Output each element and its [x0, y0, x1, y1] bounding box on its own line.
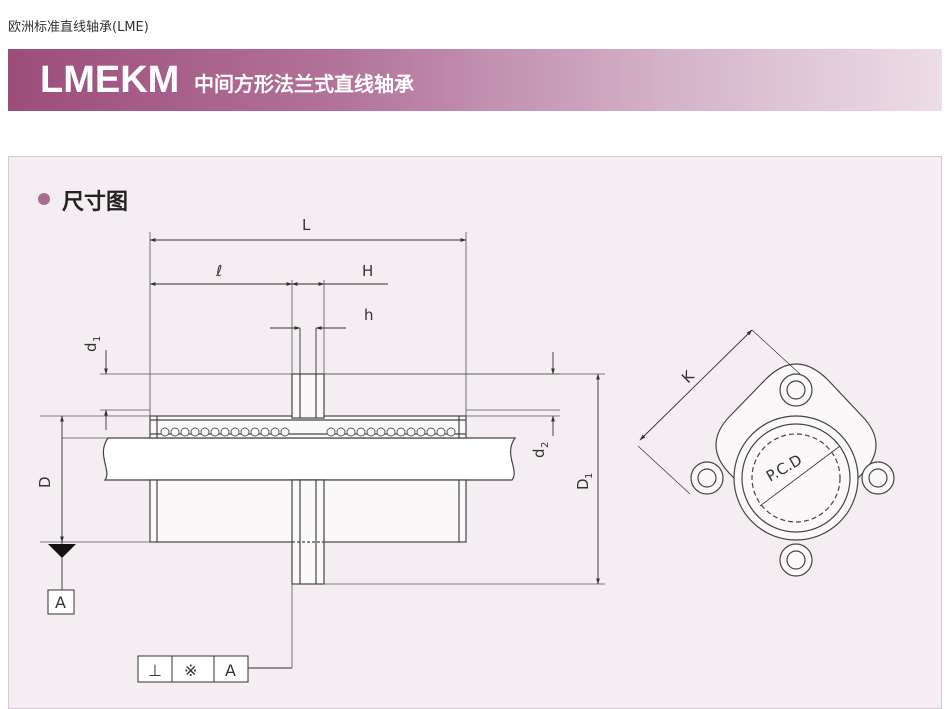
dim-label-d1-sub: 1 [92, 336, 103, 342]
dim-label-D1-sub: 1 [584, 473, 595, 479]
dim-label-d2: d [530, 448, 548, 458]
dim-label-K: K [678, 366, 699, 387]
bullet-dot-icon [38, 193, 50, 205]
end-view [690, 363, 895, 577]
pcd-line [759, 445, 841, 507]
flange [291, 373, 325, 585]
datum-marker: A [47, 542, 76, 615]
dimension-lines [60, 238, 600, 585]
dim-label-l: ℓ [215, 262, 222, 280]
product-title: 中间方形法兰式直线轴承 [194, 72, 414, 96]
dim-label-D: D [36, 476, 54, 488]
dim-label-h: h [364, 306, 374, 324]
tolerance-value: ※ [184, 661, 197, 680]
ball-row [160, 427, 456, 437]
tolerance-datum: A [225, 661, 236, 680]
product-model: LMEKM [40, 59, 180, 101]
dim-label-D1: D [574, 478, 592, 490]
dimension-labels: L ℓ H h d 1 d 2 D D 1 [36, 216, 595, 490]
section-title: 尺寸图 [62, 190, 129, 215]
shaft [102, 437, 517, 481]
dim-label-H: H [362, 262, 373, 280]
extension-lines [40, 232, 605, 668]
dim-label-d2-sub: 2 [540, 442, 551, 448]
tolerance-frame: ⊥ ※ A [137, 655, 292, 683]
product-banner: LMEKM 中间方形法兰式直线轴承 [8, 49, 942, 111]
datum-label: A [55, 593, 66, 612]
k-dimension [637, 329, 801, 495]
dim-label-L: L [302, 216, 311, 234]
dim-label-d1: d [82, 342, 100, 352]
breadcrumb: 欧洲标准直线轴承(LME) [8, 20, 149, 35]
tolerance-symbol: ⊥ [148, 661, 162, 680]
